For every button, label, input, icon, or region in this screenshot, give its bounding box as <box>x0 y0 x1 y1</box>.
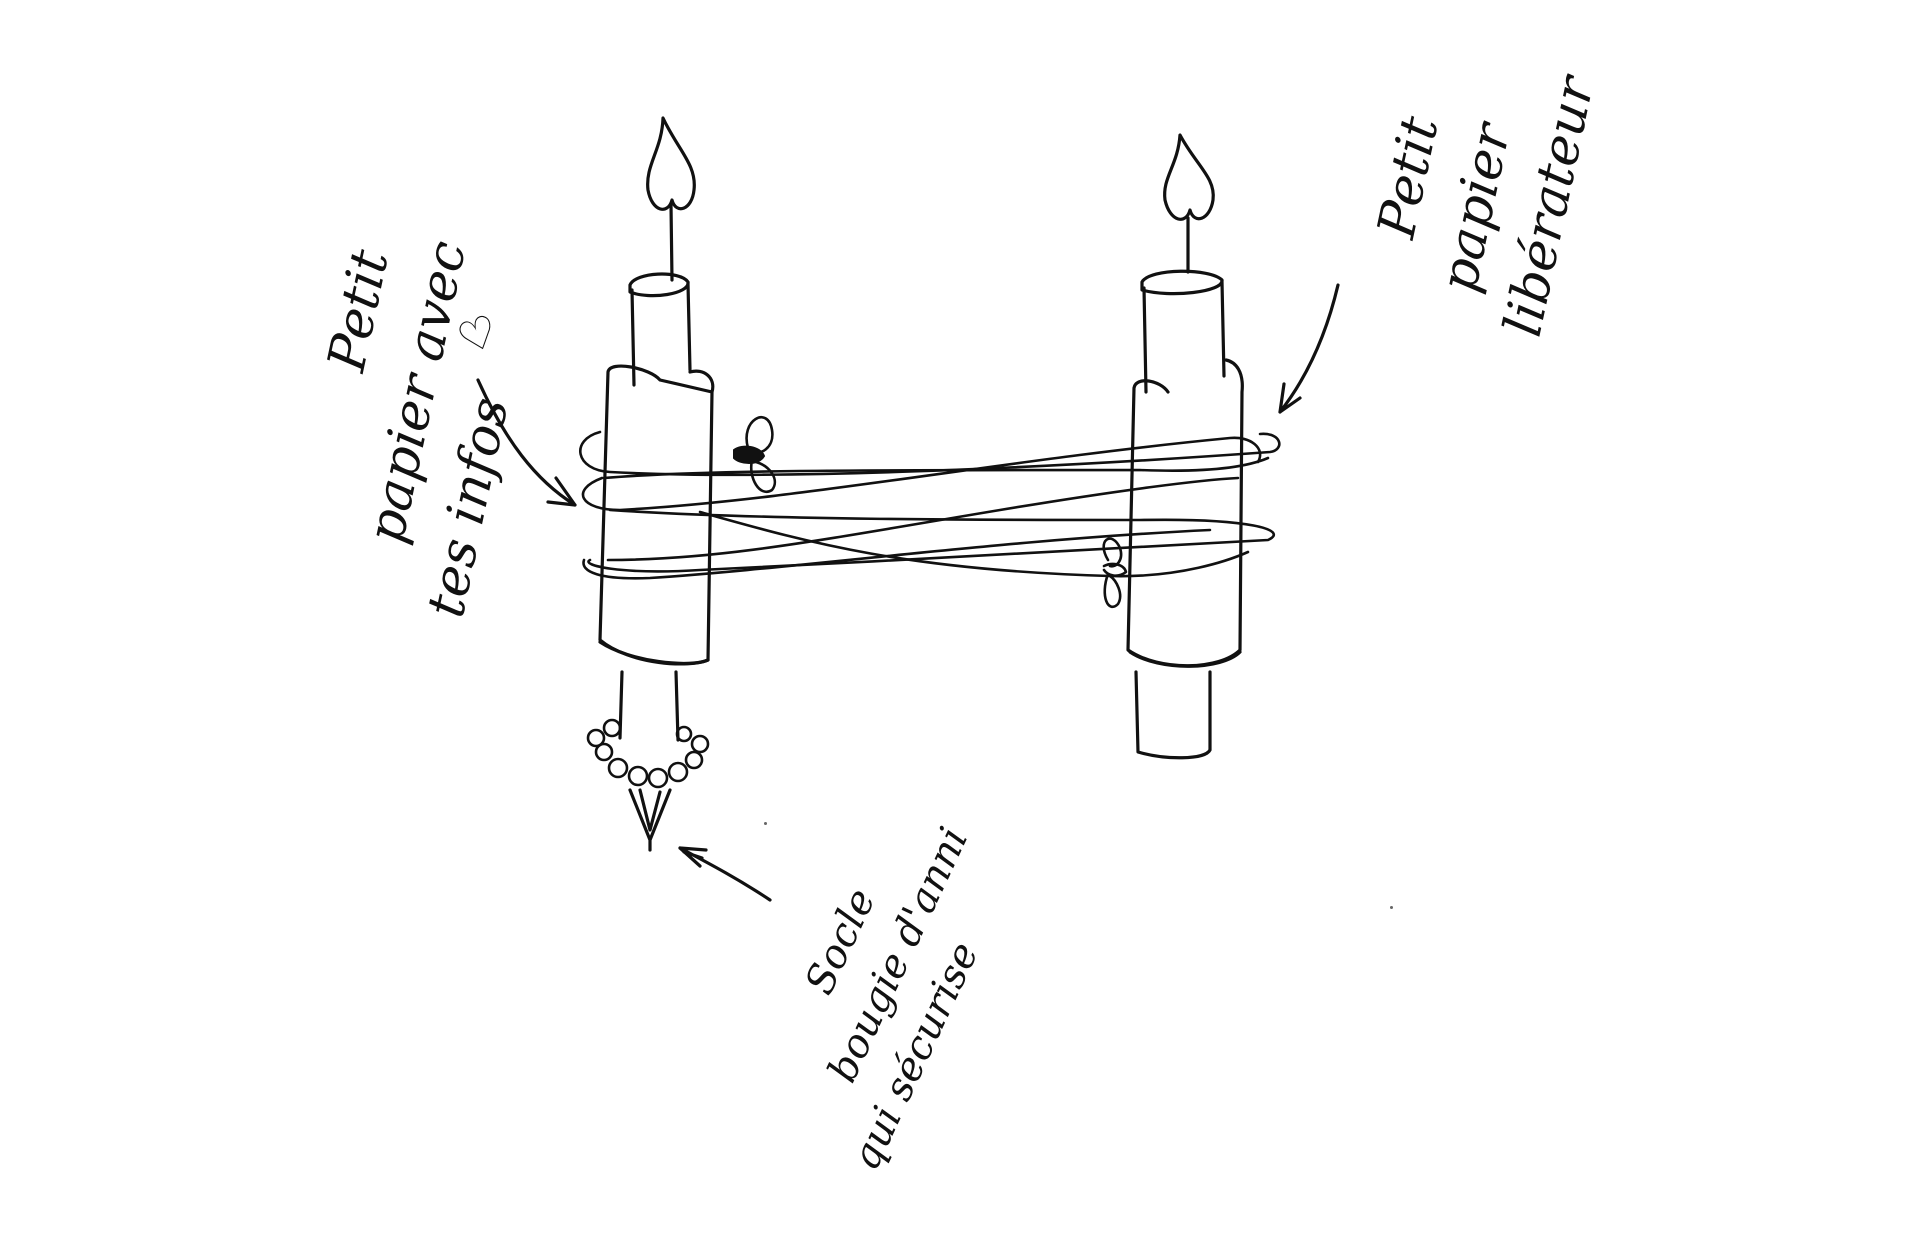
flame-icon <box>1163 133 1215 221</box>
left-candle <box>586 116 715 852</box>
left-wick <box>669 203 674 282</box>
flame-icon <box>646 116 696 211</box>
paper-speck <box>1390 906 1393 909</box>
string-wraps <box>579 430 1281 580</box>
candle-base-beads <box>586 718 710 789</box>
arrow-icon <box>678 846 772 902</box>
left-candle-body <box>630 282 692 387</box>
right-paper-bottom <box>1128 650 1242 668</box>
right-candle-lower <box>1134 670 1212 760</box>
right-candle-body <box>1142 280 1226 394</box>
right-candle-top <box>1140 269 1224 296</box>
left-candle-top <box>628 272 690 298</box>
right-paper-roll <box>1126 358 1244 668</box>
arrow-icon <box>476 378 577 507</box>
bow-icon <box>1102 537 1128 608</box>
bow-icon <box>733 416 777 494</box>
arrow-icon <box>1278 283 1340 414</box>
left-candle-lower <box>618 670 680 742</box>
candle-base-spike <box>628 788 672 852</box>
paper-speck <box>764 822 767 825</box>
right-candle <box>1126 133 1244 760</box>
left-paper-bottom <box>598 640 710 666</box>
